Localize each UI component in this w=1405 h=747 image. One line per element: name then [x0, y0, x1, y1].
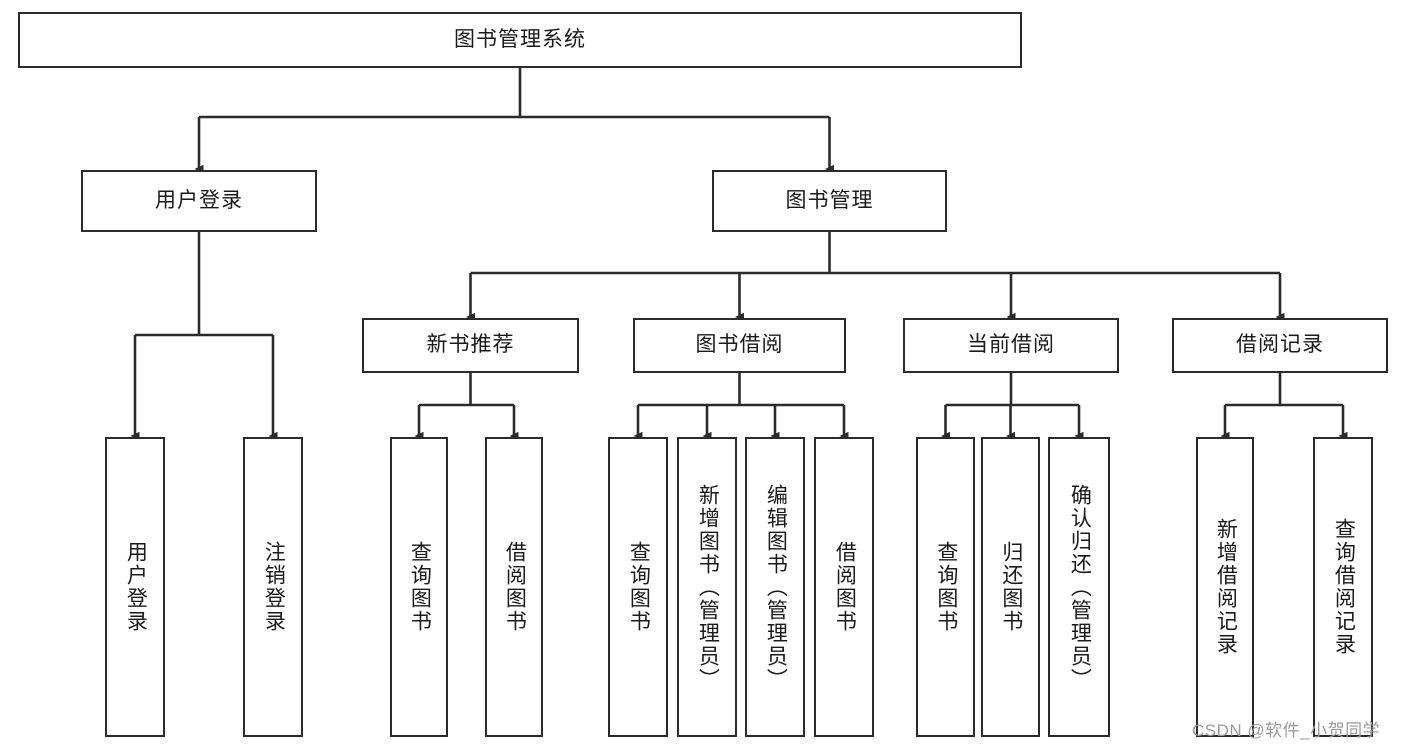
node-label: 借阅图书 — [503, 541, 527, 633]
node-root[interactable]: 图书管理系统 — [18, 12, 1022, 68]
node-label: 借阅图书 — [833, 541, 857, 633]
node-label: 借阅记录 — [1236, 333, 1324, 357]
node-label: 新增图书（管理员） — [696, 483, 720, 691]
csdn-watermark: CSDN @软件_小贺同学 — [1192, 721, 1381, 740]
node-leaf-query-book-cur[interactable]: 查询图书 — [916, 437, 975, 737]
node-label: 用户登录 — [124, 541, 148, 633]
node-leaf-add-book[interactable]: 新增图书（管理员） — [677, 437, 737, 737]
node-label: 查询图书 — [627, 541, 651, 633]
node-leaf-logout[interactable]: 注销登录 — [243, 437, 303, 737]
node-label: 归还图书 — [999, 541, 1023, 633]
node-new-book-rec[interactable]: 新书推荐 — [362, 318, 579, 373]
node-book-borrow[interactable]: 图书借阅 — [633, 318, 846, 373]
node-label: 用户登录 — [155, 188, 243, 212]
node-label: 确认归还（管理员） — [1068, 483, 1092, 691]
node-leaf-user-login[interactable]: 用户登录 — [105, 437, 165, 737]
node-label: 编辑图书（管理员） — [764, 483, 788, 691]
node-leaf-borrow-book[interactable]: 借阅图书 — [814, 437, 874, 737]
node-label: 图书借阅 — [695, 333, 784, 357]
node-user-login[interactable]: 用户登录 — [81, 170, 317, 232]
node-label: 注销登录 — [262, 541, 286, 633]
node-leaf-confirm-return[interactable]: 确认归还（管理员） — [1048, 437, 1110, 737]
node-leaf-edit-book[interactable]: 编辑图书（管理员） — [745, 437, 805, 737]
node-label: 图书管理系统 — [454, 27, 586, 51]
node-label: 查询图书 — [408, 541, 432, 633]
node-leaf-query-book-borrow[interactable]: 查询图书 — [608, 437, 668, 737]
node-label: 新书推荐 — [426, 333, 515, 357]
node-leaf-borrow-book-rec[interactable]: 借阅图书 — [485, 437, 543, 737]
tree-connectors — [130, 68, 1348, 441]
node-borrow-record[interactable]: 借阅记录 — [1172, 318, 1388, 373]
node-leaf-query-record[interactable]: 查询借阅记录 — [1313, 437, 1373, 737]
node-label: 当前借阅 — [967, 333, 1055, 357]
node-leaf-add-record[interactable]: 新增借阅记录 — [1196, 437, 1254, 737]
node-leaf-query-book-rec[interactable]: 查询图书 — [390, 437, 448, 737]
node-book-manage[interactable]: 图书管理 — [712, 170, 947, 232]
node-label: 查询借阅记录 — [1332, 518, 1356, 656]
node-leaf-return-book[interactable]: 归还图书 — [981, 437, 1040, 737]
node-label: 新增借阅记录 — [1214, 518, 1238, 656]
node-label: 图书管理 — [785, 188, 874, 212]
node-label: 查询图书 — [934, 541, 958, 633]
node-current-borrow[interactable]: 当前借阅 — [903, 318, 1119, 373]
